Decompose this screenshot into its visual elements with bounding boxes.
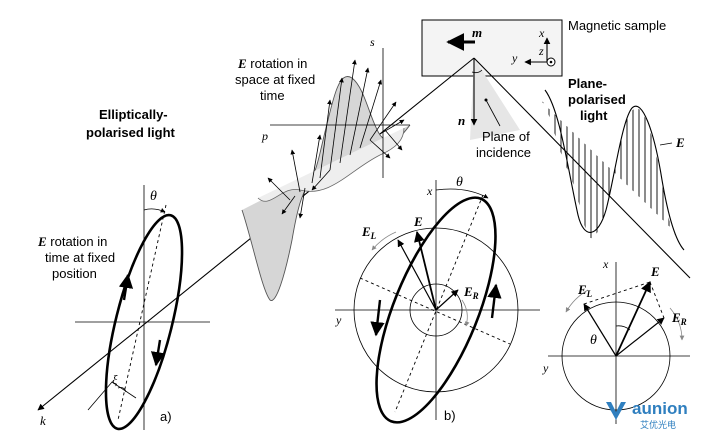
b-ER-label: ER [463,284,479,301]
a-major-axis-dashed [117,204,167,421]
b-y-label: y [335,313,342,327]
incidence-plane-shade [470,58,520,140]
E-plane-pointer [659,142,673,146]
aunion-watermark: aunion 艾优光电 [606,399,688,430]
plane-wave-hatch [540,100,677,239]
incidence-angle-arc [471,69,483,74]
E-plane-label: E [675,135,685,150]
magnetic-sample-label: Magnetic sample [568,18,666,33]
a-xi-label: ξ [112,372,118,387]
space-rotation-label-3: time [260,88,285,103]
b-x-label: x [426,184,433,198]
plane-wave-curve [544,89,685,251]
c-E-label: E [650,264,660,279]
triad-x-label: x [538,26,545,40]
c-y-label: y [542,361,549,375]
b-polarisation-ellipse [375,196,497,424]
b-major-axis [394,194,484,413]
time-rotation-label-3: position [52,266,97,281]
space-rotation-label-1: E rotation in [237,56,307,71]
plane-polarised-label-3: light [580,108,608,123]
c-x-label: x [602,257,609,271]
p-axis-label: p [261,129,268,143]
c-EL-rotation-arrow [565,289,589,313]
c-ER-label: ER [671,310,687,327]
c-EL-vector [583,303,617,357]
plane-pointer-line [485,99,501,127]
c-ER-rotation-arrow [669,307,685,341]
b-ER-rotation-arrow [461,299,470,327]
time-rotation-label-1: E rotation in [37,234,107,249]
time-rotation-label-2: time at fixed [45,250,115,265]
b-ellipse-arrow-1 [370,299,385,337]
b-inner-circle [409,283,463,337]
triad-z-dot [549,60,553,64]
k-label: k [40,413,46,428]
plane-of-incidence: n Plane of incidence [458,58,531,160]
c-sum-dash-2 [649,281,665,319]
plane-of-incidence-label-2: incidence [476,145,531,160]
a-theta-label: θ [150,189,157,204]
a-theta-arc [143,208,166,213]
triad-y-label: y [511,51,518,65]
a-xi-arc [117,387,127,393]
panel-a: Elliptically- polarised light θ ξ E rota… [37,107,210,431]
plane-polarised-label-2: polarised [568,92,626,107]
c-theta-arc [615,325,631,331]
a-polarisation-ellipse [104,213,184,431]
b-EL-vector [397,239,437,311]
magnetic-sample: m Magnetic sample x z y [421,18,666,77]
sample-block [421,19,563,77]
s-axis-label: s [370,35,375,49]
panel-a-label: a) [160,409,172,424]
panel-c: x E EL ER θ y [542,257,690,424]
b-outer-circle [353,227,519,393]
c-sum-dash-1 [583,281,651,305]
b-EL-label: EL [361,224,377,241]
a-ellipse-direction-arrow-1 [150,339,166,367]
b-E-label: E [413,214,423,229]
triad-z-label: z [538,44,544,58]
watermark-logo-icon [606,402,626,420]
panel-b: θ x E EL ER y b) [335,175,540,424]
c-theta-label: θ [590,333,597,348]
watermark-text: aunion [632,399,688,418]
plane-of-incidence-label-1: Plane of [482,129,530,144]
plane-polarised-wave: Plane- polarised light E [540,76,685,251]
b-ellipse-arrow-2 [487,283,502,319]
panel-b-label: b) [444,408,456,423]
n-label: n [458,113,465,128]
watermark-subtext: 艾优光电 [640,419,676,430]
b-theta-label: θ [456,175,463,190]
c-EL-label: EL [577,282,593,299]
space-rotation-wave: s p E rotation in space at fixed time [235,35,411,301]
b-ER-vector [435,289,459,311]
space-E-arrows [267,59,405,219]
space-rotation-label-2: space at fixed [235,72,315,87]
c-circle [561,301,671,411]
b-theta-arc [435,188,489,199]
elliptical-label-1: Elliptically- [99,107,168,122]
a-ellipse-direction-arrow-2 [118,273,134,301]
a-xi-construction [87,381,137,411]
m-label: m [472,25,482,40]
elliptical-label-2: polarised light [86,125,176,140]
c-E-vector [615,281,651,357]
b-EL-rotation-arrow [371,231,397,251]
c-ER-vector [615,317,665,357]
plane-polarised-label-1: Plane- [568,76,607,91]
b-E-vector [414,230,437,311]
